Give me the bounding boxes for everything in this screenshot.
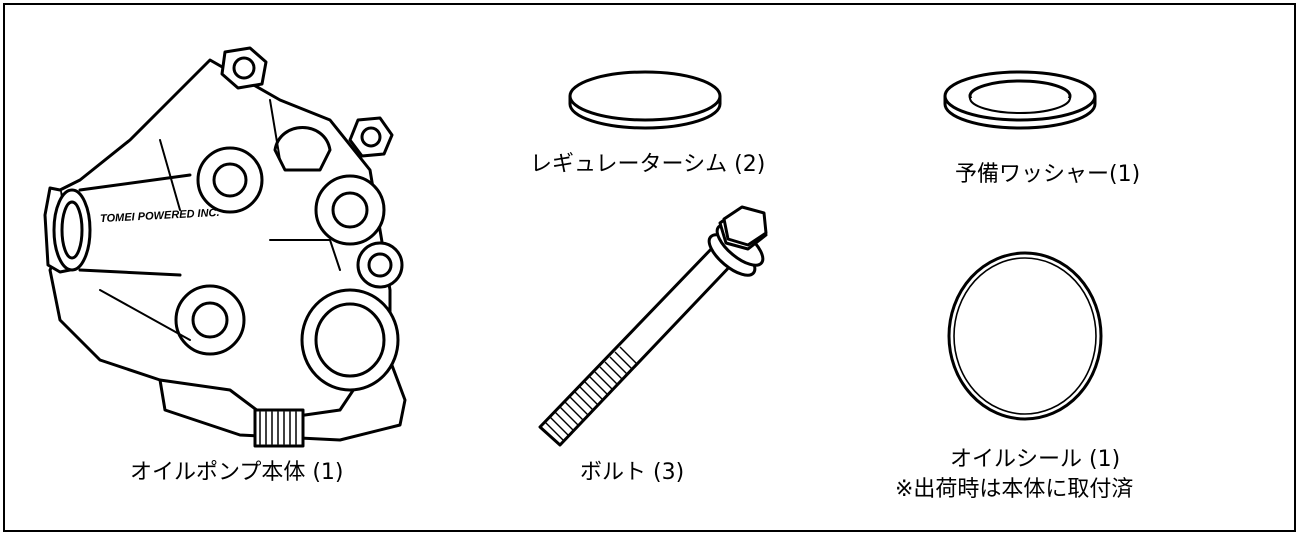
oil-seal-label: オイルシール (1) <box>950 447 1121 472</box>
regulator-shim-drawing <box>565 68 725 133</box>
spare-washer-label: 予備ワッシャー(1) <box>955 162 1141 187</box>
regulator-shim-label: レギュレーターシム (2) <box>530 152 766 177</box>
oil-pump-label: オイルポンプ本体 (1) <box>130 460 344 485</box>
spare-washer-drawing <box>940 68 1100 133</box>
bolt-label: ボルト (3) <box>580 460 685 485</box>
diagram-frame <box>3 3 1296 532</box>
oil-pump-body-drawing: TOMEI POWERED INC. <box>40 40 440 450</box>
bolt-drawing <box>520 205 780 460</box>
oil-seal-note: ※出荷時は本体に取付済 <box>895 477 1134 502</box>
oil-seal-drawing <box>945 250 1105 425</box>
